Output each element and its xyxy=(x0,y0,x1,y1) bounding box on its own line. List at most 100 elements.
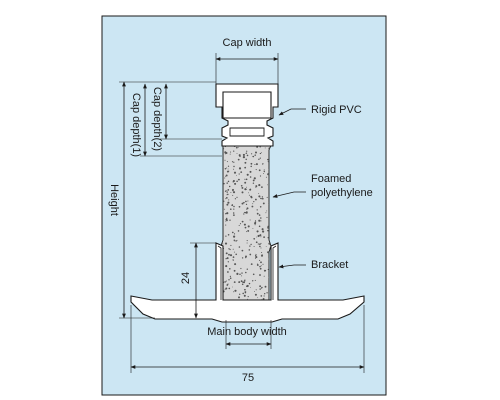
foam-speckle xyxy=(225,258,227,260)
foam-speckle xyxy=(252,179,255,182)
foam-speckle xyxy=(232,248,234,250)
foam-speckle xyxy=(255,253,257,255)
foam-speckle xyxy=(256,212,259,215)
foam-speckle xyxy=(224,153,226,155)
foam-speckle xyxy=(228,279,230,281)
foam-speckle xyxy=(258,219,261,222)
foam-speckle xyxy=(244,188,247,191)
foam-speckle xyxy=(241,249,244,252)
foam-speckle xyxy=(261,152,262,154)
rigid-pvc-cap xyxy=(215,83,279,147)
foam-speckle xyxy=(260,254,264,257)
foam-speckle xyxy=(235,240,237,242)
foam-speckle xyxy=(225,213,227,215)
foam-speckle xyxy=(234,289,237,292)
foam-speckle xyxy=(252,155,254,158)
foam-speckle xyxy=(258,225,261,228)
foam-speckle xyxy=(230,244,232,247)
bracket-label: Bracket xyxy=(311,259,348,271)
foam-speckle xyxy=(254,293,257,296)
foam-speckle xyxy=(267,158,269,161)
foam-speckle xyxy=(268,242,271,245)
foam-speckle xyxy=(233,150,235,152)
foam-speckle xyxy=(227,271,229,273)
foam-speckle xyxy=(247,229,250,232)
foam-speckle xyxy=(244,212,247,214)
foam-speckle xyxy=(225,174,228,177)
foam-speckle xyxy=(225,224,227,226)
foam-speckle xyxy=(255,163,258,166)
foam-speckle xyxy=(233,233,236,235)
foam-speckle xyxy=(267,229,269,232)
foam-speckle xyxy=(232,212,235,214)
foam-speckle xyxy=(245,158,247,161)
foam-speckle xyxy=(232,181,234,183)
cap-width-dimension: Cap width xyxy=(215,37,279,84)
foam-speckle xyxy=(257,234,260,238)
foam-speckle xyxy=(243,279,246,282)
foam-speckle xyxy=(247,296,249,298)
foam-speckle xyxy=(224,159,226,161)
polyethylene-label: polyethylene xyxy=(311,187,373,199)
foam-speckle xyxy=(241,191,244,194)
foam-speckle xyxy=(260,197,262,200)
foam-speckle xyxy=(233,168,235,170)
foamed-label: Foamed xyxy=(311,173,351,185)
foam-speckle xyxy=(248,249,251,251)
foam-speckle xyxy=(229,153,231,155)
foam-speckle xyxy=(226,219,228,222)
foam-speckle xyxy=(254,290,255,292)
foam-speckle xyxy=(254,154,256,156)
foamed-polyethylene-callout: Foamed polyethylene xyxy=(272,173,373,199)
foam-speckle xyxy=(227,165,230,167)
foam-speckle xyxy=(243,201,245,204)
foam-speckle xyxy=(224,288,226,290)
foam-speckle xyxy=(225,197,228,199)
foam-speckle xyxy=(261,196,264,198)
foam-speckle xyxy=(228,248,230,250)
foam-speckle xyxy=(229,254,233,257)
foam-speckle xyxy=(266,216,268,218)
foam-speckle xyxy=(234,198,237,200)
foam-speckle xyxy=(259,152,262,155)
foam-speckle xyxy=(265,245,267,247)
foam-speckle xyxy=(226,257,229,260)
foam-speckle xyxy=(259,243,261,245)
main-body-width-dimension: Main body width xyxy=(207,320,287,349)
cap-depth-2-dimension: Cap depth(2) xyxy=(151,83,222,151)
foam-speckle xyxy=(232,189,234,192)
foam-speckle xyxy=(262,163,264,165)
foam-speckle xyxy=(236,239,238,241)
foam-speckle xyxy=(263,169,265,171)
foam-speckle xyxy=(246,154,249,157)
foam-speckle xyxy=(242,281,244,284)
foam-speckle xyxy=(253,177,256,180)
foam-speckle xyxy=(241,275,243,277)
foam-speckle xyxy=(260,295,263,297)
foam-speckle xyxy=(245,271,247,274)
foam-speckle xyxy=(237,230,240,232)
foam-speckle xyxy=(224,151,227,154)
foam-speckle xyxy=(225,252,228,255)
foam-speckle xyxy=(266,292,268,294)
foam-speckle xyxy=(262,202,265,205)
foam-speckle xyxy=(226,203,229,206)
foam-speckle xyxy=(264,147,266,149)
foam-speckle xyxy=(252,203,254,205)
foam-speckle xyxy=(238,246,241,248)
cap-width-label: Cap width xyxy=(223,37,272,49)
foam-speckle xyxy=(229,275,231,277)
foam-speckle xyxy=(259,285,261,288)
foam-speckle xyxy=(242,292,245,295)
foam-speckle xyxy=(243,213,245,215)
foam-speckle xyxy=(250,195,253,198)
foam-speckle xyxy=(263,275,265,277)
foam-speckle xyxy=(225,198,227,200)
foam-speckle xyxy=(231,161,234,163)
foam-speckle xyxy=(238,167,242,170)
foam-speckle xyxy=(242,153,245,156)
foam-speckle xyxy=(233,165,235,168)
foam-speckle xyxy=(258,158,260,161)
foam-speckle xyxy=(259,175,262,177)
